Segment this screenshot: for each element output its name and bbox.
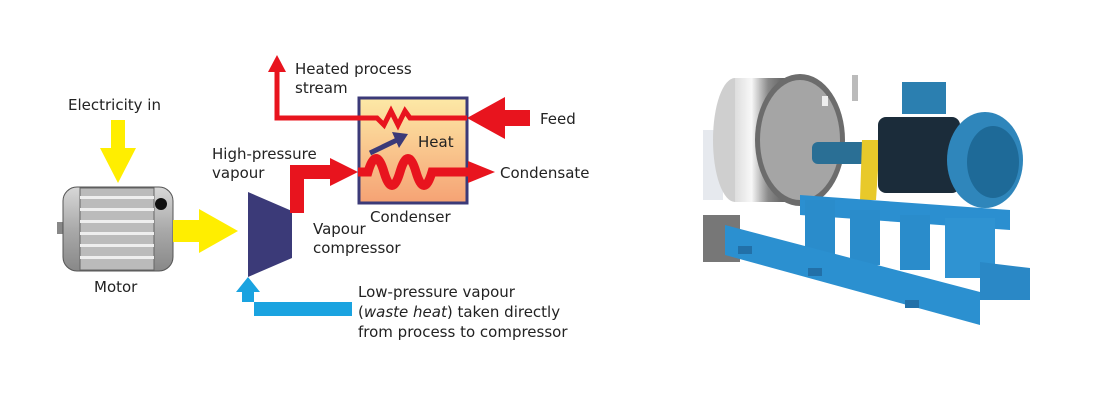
motor-icon	[57, 186, 174, 272]
compressor-label-1: Vapour	[313, 220, 366, 238]
heated-process-stream-arrow	[268, 55, 467, 131]
feed-label: Feed	[540, 110, 576, 128]
condensate-label: Condensate	[500, 164, 590, 182]
condensate-arrow	[358, 154, 495, 190]
low-pressure-vapour-arrow	[236, 277, 352, 316]
heated-process-label-2: stream	[295, 79, 348, 97]
heated-process-label-1: Heated process	[295, 60, 412, 78]
condenser-label: Condenser	[370, 208, 451, 226]
feed-arrow	[467, 97, 530, 139]
low-pressure-label-3: from process to compressor	[358, 323, 568, 341]
low-pressure-label-1: Low-pressure vapour	[358, 283, 516, 301]
heat-label: Heat	[418, 133, 454, 151]
compressor-label-2: compressor	[313, 239, 401, 257]
electricity-in-label: Electricity in	[68, 96, 161, 114]
electricity-arrow	[100, 120, 136, 183]
power-arrow	[173, 209, 238, 253]
motor-label: Motor	[94, 278, 138, 296]
high-pressure-label-2: vapour	[212, 164, 265, 182]
high-pressure-vapour-arrow	[290, 158, 358, 213]
vapour-compressor-icon	[248, 192, 292, 277]
heat-arrow	[368, 132, 408, 156]
high-pressure-label-1: High-pressure	[212, 145, 317, 163]
low-pressure-label-2: (waste heat) taken directly	[358, 303, 560, 321]
vapour-compressor-unit-photo	[703, 74, 1030, 325]
